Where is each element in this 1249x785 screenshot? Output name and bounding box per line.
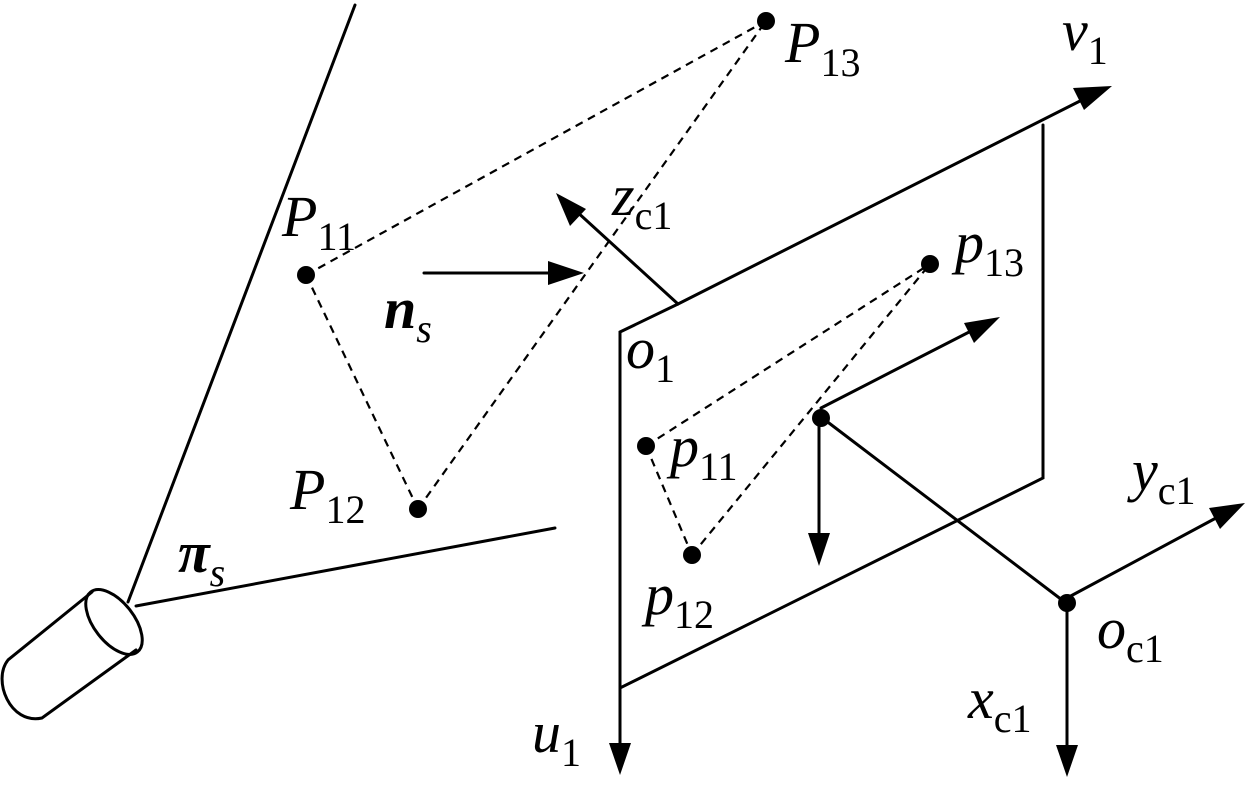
- label-o1: o1: [626, 316, 675, 391]
- v1-axis-arrow: [676, 86, 1112, 306]
- label-p11: p11: [666, 414, 738, 489]
- point-P13: [757, 12, 775, 30]
- label-v1: v1: [1062, 0, 1108, 73]
- label-yc1: yc1: [1127, 438, 1196, 513]
- label-P11: P11: [281, 184, 356, 259]
- label-u1: u1: [532, 700, 581, 775]
- principal-point-arrow-down: [808, 416, 830, 566]
- light-plane-edge-upper: [126, 3, 357, 604]
- normal-vector-arrow: [422, 261, 584, 285]
- label-pis: πs: [178, 520, 225, 595]
- space-triangle: [305, 20, 767, 510]
- point-P11: [297, 266, 315, 284]
- optical-axis: [823, 418, 1068, 605]
- label-oc1: oc1: [1097, 596, 1164, 671]
- principal-point-arrow-right: [819, 317, 1000, 410]
- point-p13: [921, 255, 939, 273]
- label-p12: p12: [641, 562, 714, 637]
- point-P12: [409, 500, 427, 518]
- point-p12: [683, 546, 701, 564]
- label-ns: ns: [384, 276, 432, 351]
- zc1-axis-arrow: [556, 193, 680, 306]
- u1-axis-arrow: [609, 686, 631, 775]
- principal-point: [812, 409, 830, 427]
- yc1-axis-arrow: [1065, 503, 1245, 600]
- label-xc1: xc1: [967, 666, 1032, 741]
- label-zc1: zc1: [611, 163, 672, 238]
- label-P12: P12: [289, 457, 365, 532]
- label-p13: p13: [951, 210, 1024, 285]
- light-plane-edge-lower: [134, 526, 557, 608]
- point-p11: [637, 437, 655, 455]
- xc1-axis-arrow: [1056, 601, 1078, 777]
- laser-projector: [0, 588, 144, 721]
- image-triangle: [644, 263, 931, 556]
- label-P13: P13: [784, 10, 860, 85]
